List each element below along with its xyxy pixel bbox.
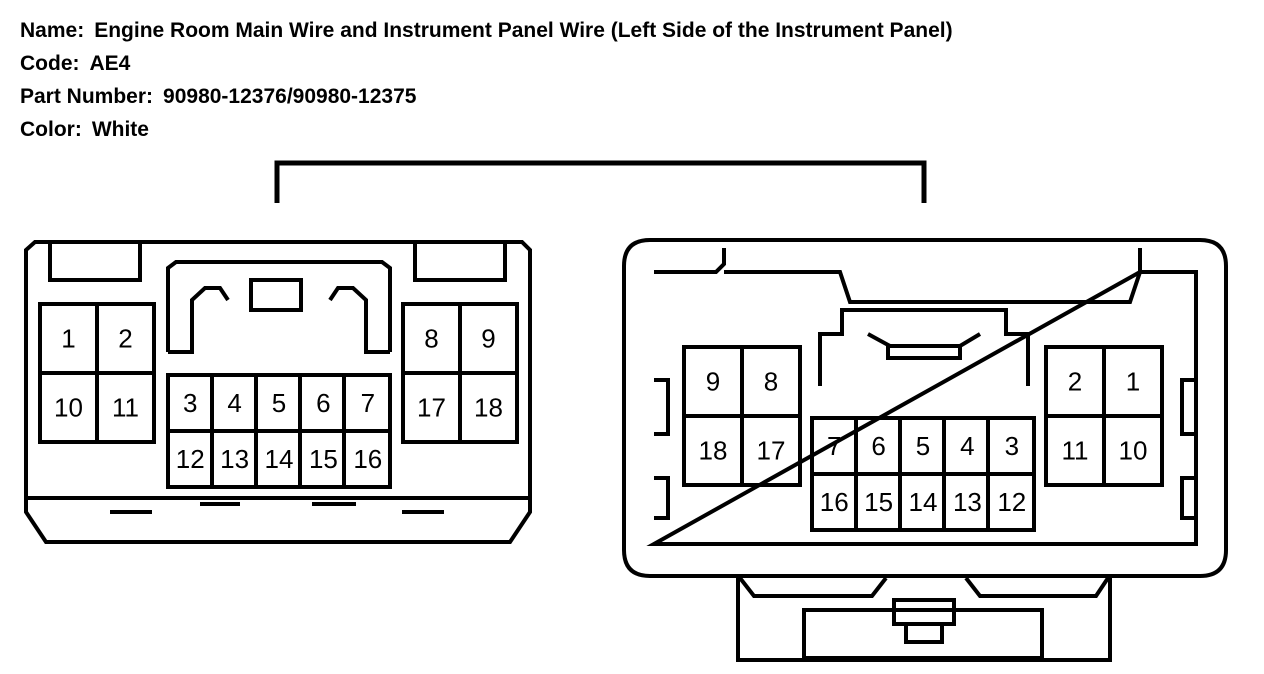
mating-bracket <box>274 160 927 203</box>
part-number-row: Part Number: 90980-12376/90980-12375 <box>20 80 953 113</box>
left-connector-foot-tabs <box>110 502 444 514</box>
left-connector-latch <box>166 260 392 354</box>
name-label: Name: <box>20 19 85 42</box>
name-row: Name: Engine Room Main Wire and Instrumen… <box>20 14 953 47</box>
code-row: Code: AE4 <box>20 47 953 80</box>
right-connector-lock-slot <box>802 608 1044 660</box>
left-pin-18: 18 <box>474 393 503 423</box>
right-connector-pin-grid <box>682 345 1164 532</box>
left-pin-6: 6 <box>316 388 330 418</box>
left-connector-inner-wall <box>26 244 530 500</box>
right-pin-11: 11 <box>1062 436 1089 466</box>
right-connector-lock-base <box>736 576 1112 662</box>
right-pin-5: 5 <box>916 431 930 461</box>
left-pin-16: 16 <box>353 444 382 474</box>
left-pin-8: 8 <box>424 324 438 354</box>
right-pin-9: 9 <box>706 367 720 397</box>
right-pin-17: 17 <box>757 436 786 466</box>
right-pin-7: 7 <box>827 431 841 461</box>
right-connector-housing <box>622 238 1228 578</box>
right-pin-4: 4 <box>960 431 974 461</box>
left-pin-3: 3 <box>183 388 197 418</box>
left-pin-2: 2 <box>118 324 132 354</box>
left-pin-10: 10 <box>54 393 83 423</box>
right-pin-1: 1 <box>1126 367 1140 397</box>
connector-info: Name: Engine Room Main Wire and Instrumen… <box>20 14 953 146</box>
left-connector-latch-tab <box>249 278 303 312</box>
left-pin-14: 14 <box>265 444 294 474</box>
left-connector-pin-grid <box>38 302 519 489</box>
color-label: Color: <box>20 118 82 141</box>
left-pin-12: 12 <box>176 444 205 474</box>
code-label: Code: <box>20 52 80 75</box>
right-pin-2: 2 <box>1068 367 1082 397</box>
left-pin-13: 13 <box>220 444 249 474</box>
right-pin-15: 15 <box>864 487 893 517</box>
left-pin-1: 1 <box>61 324 75 354</box>
part-number-value: 90980-12376/90980-12375 <box>163 85 417 108</box>
left-pin-11: 11 <box>112 393 139 423</box>
right-connector <box>622 238 1228 662</box>
right-pin-8: 8 <box>764 367 778 397</box>
right-pin-3: 3 <box>1005 431 1019 461</box>
right-pin-13: 13 <box>953 487 982 517</box>
right-pin-10: 10 <box>1119 436 1148 466</box>
left-pin-7: 7 <box>361 388 375 418</box>
part-number-label: Part Number: <box>20 85 154 108</box>
right-pin-14: 14 <box>909 487 938 517</box>
right-connector-inner-wall <box>646 248 1198 546</box>
left-pin-17: 17 <box>417 393 446 423</box>
left-connector-housing <box>24 240 532 544</box>
right-connector-lock-tab-lower <box>904 622 944 644</box>
name-value: Engine Room Main Wire and Instrument Pan… <box>94 19 953 42</box>
left-pin-4: 4 <box>227 388 241 418</box>
right-connector-side-tabs <box>654 378 1196 520</box>
right-pin-6: 6 <box>871 431 885 461</box>
right-pin-16: 16 <box>820 487 849 517</box>
code-value: AE4 <box>89 52 131 75</box>
color-value: White <box>91 118 149 141</box>
right-pin-18: 18 <box>699 436 728 466</box>
left-pin-9: 9 <box>481 324 495 354</box>
left-pin-5: 5 <box>272 388 286 418</box>
right-pin-12: 12 <box>997 487 1026 517</box>
left-connector <box>24 240 532 544</box>
right-connector-latch-tab <box>886 344 962 360</box>
color-row: Color: White <box>20 113 953 146</box>
left-pin-15: 15 <box>309 444 338 474</box>
